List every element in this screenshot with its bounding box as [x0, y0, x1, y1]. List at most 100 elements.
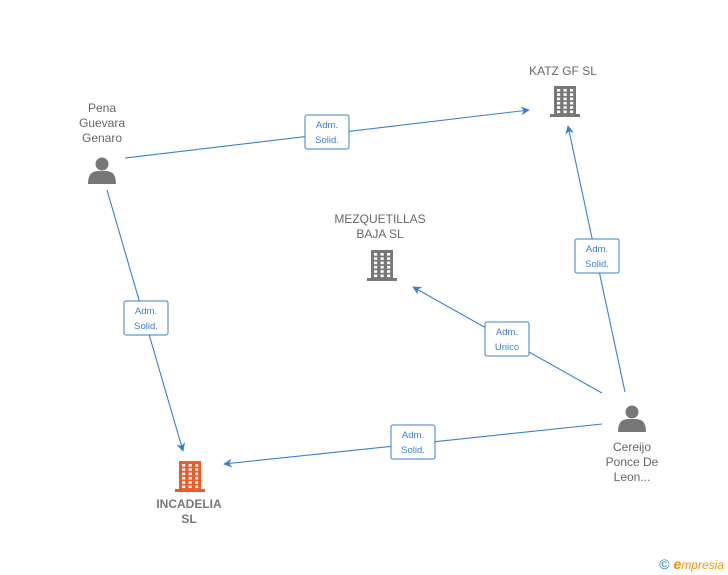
person-body: [618, 419, 646, 432]
copyright-symbol: ©: [659, 556, 670, 572]
building-window: [195, 464, 199, 467]
building-window: [188, 481, 192, 484]
node-label: KATZ GF SL: [529, 64, 597, 78]
edge-label-text: Adm.: [586, 244, 608, 255]
building-window: [374, 274, 378, 278]
building-window: [563, 106, 567, 109]
empresia-watermark: ©empresia: [659, 556, 724, 572]
building-window: [195, 468, 199, 471]
building-window: [570, 101, 574, 105]
node-label: Genaro: [82, 131, 122, 145]
person-head: [95, 157, 109, 171]
building-window: [380, 274, 384, 278]
building-window: [195, 476, 199, 480]
building-window: [188, 464, 192, 467]
building-window: [374, 257, 378, 260]
edge-label-text: Solid.: [585, 259, 609, 270]
building-window: [563, 101, 567, 105]
node-label: Leon...: [614, 470, 651, 484]
building-window: [570, 93, 574, 96]
building-window: [563, 97, 567, 101]
building-window: [374, 261, 378, 265]
building-icon: [367, 250, 397, 281]
building-window: [182, 481, 186, 484]
building-window: [182, 485, 186, 489]
node-label: Cereijo: [613, 440, 651, 454]
edge-cereijo-mezq: Adm. Unico: [412, 286, 603, 394]
edge-label-text: Adm.: [316, 120, 338, 131]
building-window: [557, 93, 561, 96]
building-window: [182, 464, 186, 467]
building-window: [387, 270, 391, 273]
building-window: [570, 89, 574, 92]
edge-cereijo-katz: Adm. Solid.: [565, 125, 626, 393]
node-katz[interactable]: KATZ GF SL: [529, 64, 597, 117]
edge-label-text: Unico: [495, 342, 519, 353]
node-label: BAJA SL: [356, 227, 404, 241]
node-label: Ponce De: [606, 455, 659, 469]
building-window: [557, 101, 561, 105]
edge-label-box[interactable]: [484, 321, 530, 357]
building-window: [188, 476, 192, 480]
edge-pena-incadelia: Adm. Solid.: [106, 189, 186, 452]
edge-label-box[interactable]: [574, 238, 620, 274]
edge-label-box[interactable]: [390, 424, 436, 460]
building-window: [557, 106, 561, 109]
brand-name: mpresia: [681, 558, 724, 572]
building-window: [387, 261, 391, 265]
building-window: [188, 472, 192, 476]
node-label: MEZQUETILLAS: [334, 212, 425, 226]
building-window: [387, 253, 391, 256]
building-window: [380, 257, 384, 260]
building-window: [557, 89, 561, 92]
building-icon: [550, 86, 580, 117]
building-window: [563, 110, 567, 114]
building-window: [182, 476, 186, 480]
person-icon: [618, 405, 646, 432]
building-window: [387, 274, 391, 278]
edge-label-box[interactable]: [123, 300, 169, 336]
edge-label-text: Adm.: [496, 327, 518, 338]
building-window: [188, 468, 192, 471]
building-window: [195, 481, 199, 484]
building-window: [195, 485, 199, 489]
building-window: [188, 485, 192, 489]
edge-cereijo-incadelia: Adm. Solid.: [223, 423, 603, 468]
brand-initial: e: [673, 556, 682, 572]
building-window: [374, 253, 378, 256]
building-base: [175, 489, 205, 492]
node-label: Pena: [88, 101, 116, 115]
building-icon: [175, 461, 205, 492]
building-window: [374, 270, 378, 273]
building-window: [195, 472, 199, 476]
node-label: INCADELIA: [156, 497, 222, 511]
edge-pena-katz: Adm. Solid.: [124, 106, 530, 159]
building-window: [380, 270, 384, 273]
building-window: [387, 257, 391, 260]
building-window: [557, 110, 561, 114]
node-label: SL: [181, 512, 196, 526]
edge-label-box[interactable]: [304, 114, 350, 150]
person-head: [625, 405, 639, 419]
edge-label-text: Solid.: [401, 445, 425, 456]
edge-label-text: Solid.: [315, 135, 339, 146]
person-icon: [88, 157, 116, 184]
edge-label-text: Solid.: [134, 321, 158, 332]
node-label: Guevara: [79, 116, 125, 130]
building-window: [380, 265, 384, 269]
edge-label-text: Adm.: [135, 306, 157, 317]
building-window: [374, 265, 378, 269]
building-window: [387, 265, 391, 269]
building-window: [182, 468, 186, 471]
building-window: [380, 261, 384, 265]
building-window: [182, 472, 186, 476]
edge-label-text: Adm.: [402, 430, 424, 441]
building-window: [570, 110, 574, 114]
building-window: [380, 253, 384, 256]
